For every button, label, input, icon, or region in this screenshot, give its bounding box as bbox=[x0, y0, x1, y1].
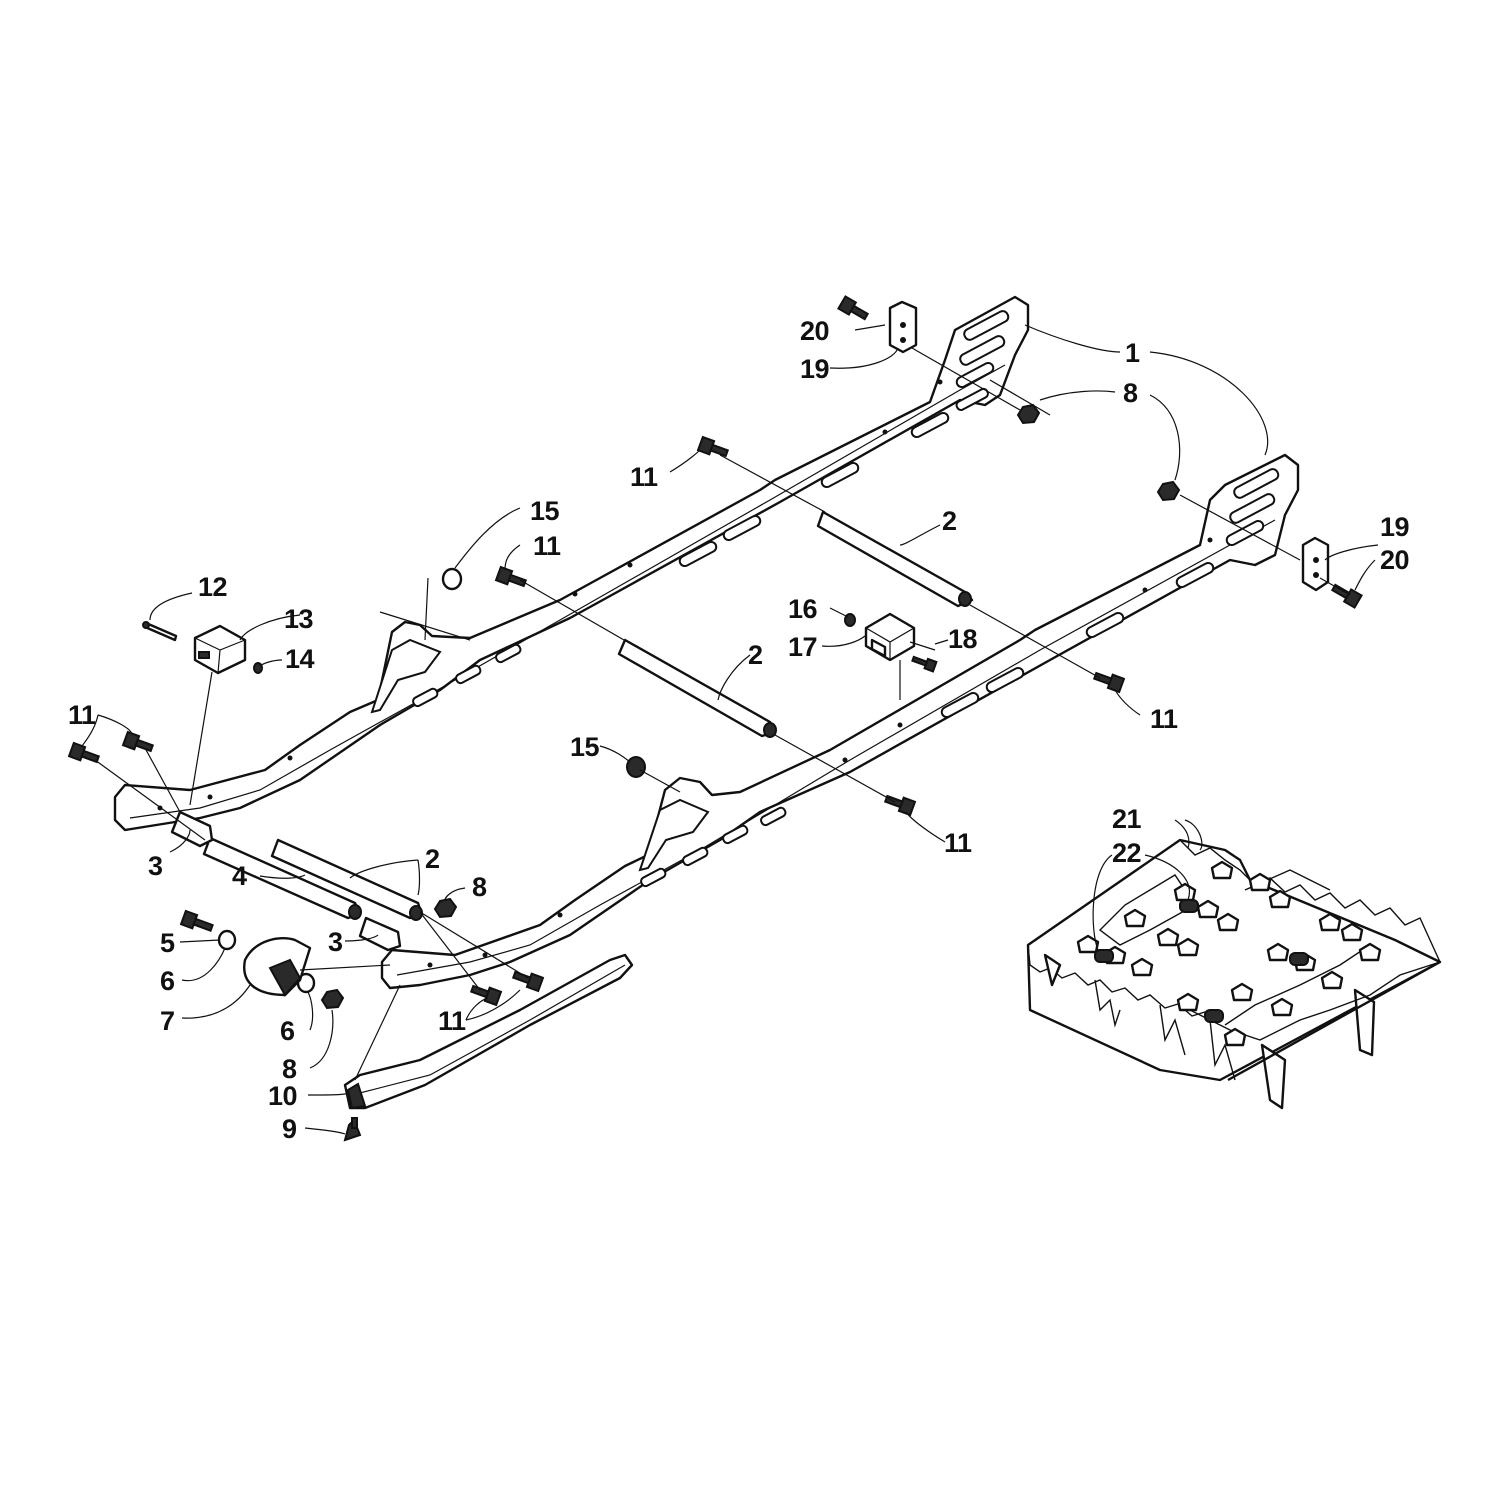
callout-8: 8 bbox=[1123, 378, 1138, 408]
callout-18: 18 bbox=[948, 624, 978, 654]
callout-4: 4 bbox=[232, 861, 247, 891]
callout-9: 9 bbox=[282, 1114, 297, 1144]
washer-icon bbox=[217, 929, 237, 951]
callout-17: 17 bbox=[788, 632, 817, 662]
nut-icon bbox=[320, 988, 345, 1010]
bolt-icon bbox=[911, 655, 938, 673]
right-rail bbox=[380, 453, 1300, 990]
cross-shaft-front-upper bbox=[270, 838, 424, 921]
bolt-icon bbox=[883, 794, 917, 817]
screw-icon bbox=[343, 1117, 362, 1142]
callout-19: 19 bbox=[800, 354, 830, 384]
callouts: 1 8 20 19 11 15 11 2 19 20 12 13 14 16 1… bbox=[68, 316, 1410, 1144]
bolt-icon bbox=[837, 295, 870, 321]
nut-icon bbox=[1016, 403, 1041, 425]
callout-2: 2 bbox=[748, 640, 763, 670]
callout-3: 3 bbox=[148, 851, 163, 881]
bolt-icons bbox=[67, 295, 1363, 1007]
callout-13: 13 bbox=[284, 604, 314, 634]
bolt-icon bbox=[121, 730, 155, 753]
callout-8: 8 bbox=[282, 1054, 297, 1084]
callout-1: 1 bbox=[1125, 338, 1140, 368]
callout-20: 20 bbox=[1380, 545, 1409, 575]
bracket-19-lower bbox=[1301, 536, 1330, 592]
bumper-7 bbox=[243, 937, 312, 997]
callout-12: 12 bbox=[198, 572, 227, 602]
cross-shaft-middle bbox=[617, 638, 777, 738]
track-clips bbox=[1094, 899, 1309, 1023]
callout-6: 6 bbox=[160, 966, 175, 996]
callout-11: 11 bbox=[533, 531, 561, 561]
bolt-icon bbox=[67, 741, 101, 764]
callout-15: 15 bbox=[570, 732, 600, 762]
nut-icon bbox=[433, 897, 458, 919]
bolt-icon bbox=[696, 435, 730, 458]
callout-3: 3 bbox=[328, 927, 343, 957]
callout-11: 11 bbox=[438, 1006, 466, 1036]
callout-11: 11 bbox=[630, 462, 658, 492]
callout-16: 16 bbox=[788, 594, 818, 624]
callout-5: 5 bbox=[160, 928, 175, 958]
cross-shaft-upper bbox=[816, 510, 974, 608]
callout-6: 6 bbox=[280, 1016, 295, 1046]
bolt-icon bbox=[179, 909, 214, 932]
callout-2: 2 bbox=[425, 844, 440, 874]
callout-14: 14 bbox=[285, 644, 315, 674]
callout-10: 10 bbox=[268, 1081, 297, 1111]
wear-strip-10 bbox=[343, 953, 634, 1110]
pin-icon bbox=[142, 621, 178, 642]
callout-20: 20 bbox=[800, 316, 829, 346]
callout-2: 2 bbox=[942, 506, 957, 536]
stop-block-13 bbox=[193, 624, 247, 675]
callout-21: 21 bbox=[1112, 804, 1142, 834]
leader-lines bbox=[81, 324, 1379, 1135]
left-rail bbox=[113, 295, 1030, 832]
bolt-icon bbox=[1092, 671, 1126, 694]
washer-icon bbox=[626, 756, 646, 778]
bolt-icon bbox=[494, 565, 528, 588]
callout-15: 15 bbox=[530, 496, 560, 526]
callout-8: 8 bbox=[472, 872, 487, 902]
bracket-19-upper bbox=[888, 300, 918, 354]
track-section bbox=[1026, 838, 1442, 1110]
callout-7: 7 bbox=[160, 1006, 175, 1036]
washer-icon bbox=[253, 662, 263, 674]
callout-11: 11 bbox=[944, 828, 972, 858]
callout-11: 11 bbox=[1150, 704, 1178, 734]
callout-19: 19 bbox=[1380, 512, 1410, 542]
stop-block-17 bbox=[864, 612, 916, 662]
track-lugs bbox=[1076, 860, 1382, 1047]
nut-icon bbox=[1156, 480, 1181, 502]
bolt-icon bbox=[1330, 583, 1363, 609]
callout-11: 11 bbox=[68, 700, 96, 730]
callout-22: 22 bbox=[1112, 838, 1141, 868]
spacer-3-right bbox=[358, 916, 402, 952]
washer-icon bbox=[441, 567, 463, 591]
bolt-icon bbox=[469, 984, 503, 1007]
